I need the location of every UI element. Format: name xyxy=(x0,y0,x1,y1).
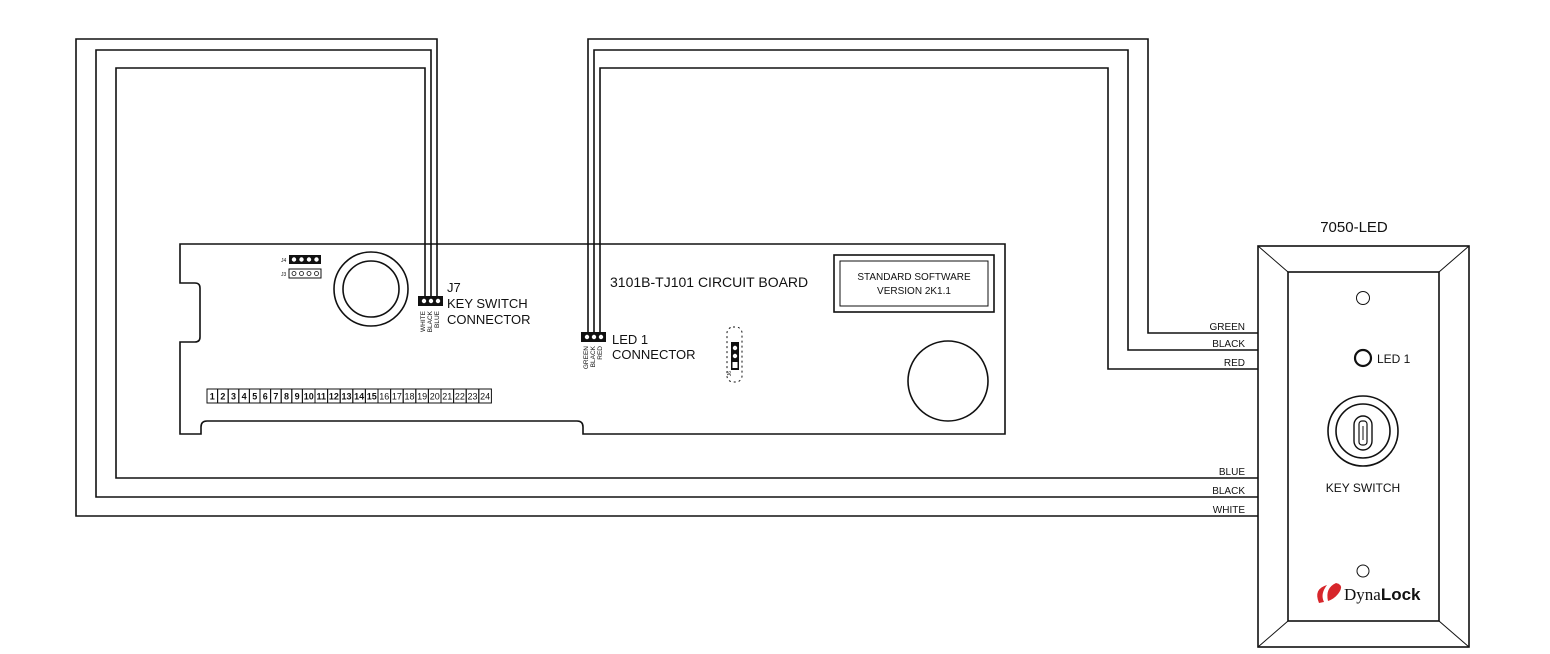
key-switch-inner-ring xyxy=(1335,403,1391,459)
white-wire-label: WHITE xyxy=(1213,505,1246,516)
black-wire-upper-label: BLACK xyxy=(1212,339,1245,350)
wall-plate: 7050-LED LED 1 KEY SWITCH xyxy=(1257,219,1470,648)
led-pin-black: BLACK xyxy=(590,345,597,367)
j4-label: J4 xyxy=(281,258,287,264)
terminal-number: 18 xyxy=(404,392,414,402)
terminal-number: 2 xyxy=(220,392,225,402)
dynalock-logo-icon xyxy=(1317,583,1342,603)
dynalock-logo: DynaLock xyxy=(1317,583,1421,604)
green-wire xyxy=(587,38,1258,336)
top-screw-hole xyxy=(1356,291,1370,305)
terminal-number: 19 xyxy=(417,392,427,402)
terminal-number: 22 xyxy=(455,392,465,402)
terminal-number: 23 xyxy=(467,392,477,402)
j3-header xyxy=(288,268,322,279)
terminal-number: 13 xyxy=(341,392,351,402)
terminal-number: 12 xyxy=(329,392,339,402)
terminal-number: 21 xyxy=(442,392,452,402)
black-wire-lower-label: BLACK xyxy=(1212,486,1245,497)
led-connector-pins xyxy=(584,334,604,340)
software-box-outer xyxy=(833,254,995,313)
led-wire-bundle xyxy=(587,38,1258,370)
board-outline xyxy=(179,243,1006,435)
board-title: 3101B-TJ101 CIRCUIT BOARD xyxy=(610,274,808,290)
terminal-number: 3 xyxy=(231,392,236,402)
j7-pin-blue: BLUE xyxy=(434,310,441,328)
software-box-inner xyxy=(839,260,989,307)
terminal-number: 9 xyxy=(295,392,300,402)
terminal-number: 6 xyxy=(263,392,268,402)
key-switch-connector-label-2: CONNECTOR xyxy=(447,312,531,327)
red-wire xyxy=(599,67,1258,370)
led-connector-label-2: CONNECTOR xyxy=(612,347,696,362)
plate-outer xyxy=(1257,245,1470,648)
white-wire xyxy=(75,38,1258,517)
j3-pins xyxy=(291,271,319,276)
j6-label: J6 xyxy=(727,371,733,377)
board-large-component xyxy=(907,340,989,422)
terminal-number: 4 xyxy=(242,392,247,402)
led-pin-red: RED xyxy=(597,346,604,360)
bottom-screw-hole xyxy=(1356,564,1370,578)
terminal-number: 24 xyxy=(480,392,490,402)
blue-wire xyxy=(115,67,1258,479)
software-line-1: STANDARD SOFTWARE xyxy=(857,272,971,283)
terminal-number: 5 xyxy=(252,392,257,402)
key-switch-label: KEY SWITCH xyxy=(1326,481,1400,495)
software-line-2: VERSION 2K1.1 xyxy=(877,286,951,297)
dynalock-brand: DynaLock xyxy=(1344,585,1421,604)
j7-pin-black: BLACK xyxy=(427,310,434,332)
black-wire-lower xyxy=(95,49,1258,498)
led-1-label: LED 1 xyxy=(1377,352,1411,366)
buzzer-outer xyxy=(333,251,409,327)
terminal-number: 1 xyxy=(210,392,215,402)
j7-pins xyxy=(421,298,441,304)
led-connector-label-1: LED 1 xyxy=(612,332,648,347)
brand-suffix: Lock xyxy=(1381,585,1421,604)
j6-jumper-outline xyxy=(726,326,743,383)
blue-wire-label: BLUE xyxy=(1219,467,1245,478)
terminal-number: 10 xyxy=(304,392,314,402)
key-switch-outer-ring xyxy=(1327,395,1399,467)
terminal-number: 17 xyxy=(392,392,402,402)
plate-title: 7050-LED xyxy=(1320,219,1388,236)
key-switch-wire-bundle xyxy=(75,38,1258,517)
plate-inner xyxy=(1287,271,1440,622)
j7-pin-white: WHITE xyxy=(420,310,427,332)
j4-header xyxy=(289,255,321,264)
j3-label: J3 xyxy=(281,272,287,278)
key-switch-connector-label-1: KEY SWITCH xyxy=(447,296,528,311)
terminal-number: 20 xyxy=(430,392,440,402)
brand-prefix: Dyna xyxy=(1344,585,1381,604)
terminal-number: 15 xyxy=(367,392,377,402)
circuit-board: J4 J3 WHITE BLACK BLUE J7 KEY SWITCH CON… xyxy=(179,243,1006,435)
terminal-number: 8 xyxy=(284,392,289,402)
j7-label: J7 xyxy=(447,280,461,295)
terminal-number: 7 xyxy=(273,392,278,402)
buzzer-inner xyxy=(342,260,400,318)
led-pin-green: GREEN xyxy=(583,346,590,369)
terminal-number: 14 xyxy=(354,392,364,402)
red-wire-label: RED xyxy=(1224,358,1245,369)
black-wire-upper xyxy=(593,49,1258,351)
j4-pins xyxy=(291,257,319,262)
terminal-number: 11 xyxy=(317,392,327,402)
green-wire-label: GREEN xyxy=(1209,322,1245,333)
plate-bevel-lines xyxy=(1257,245,1470,648)
j6-pins xyxy=(732,345,738,368)
terminal-number: 16 xyxy=(379,392,389,402)
terminal-cell xyxy=(478,388,492,404)
key-icon xyxy=(1353,415,1373,451)
led-1-indicator xyxy=(1353,348,1373,368)
